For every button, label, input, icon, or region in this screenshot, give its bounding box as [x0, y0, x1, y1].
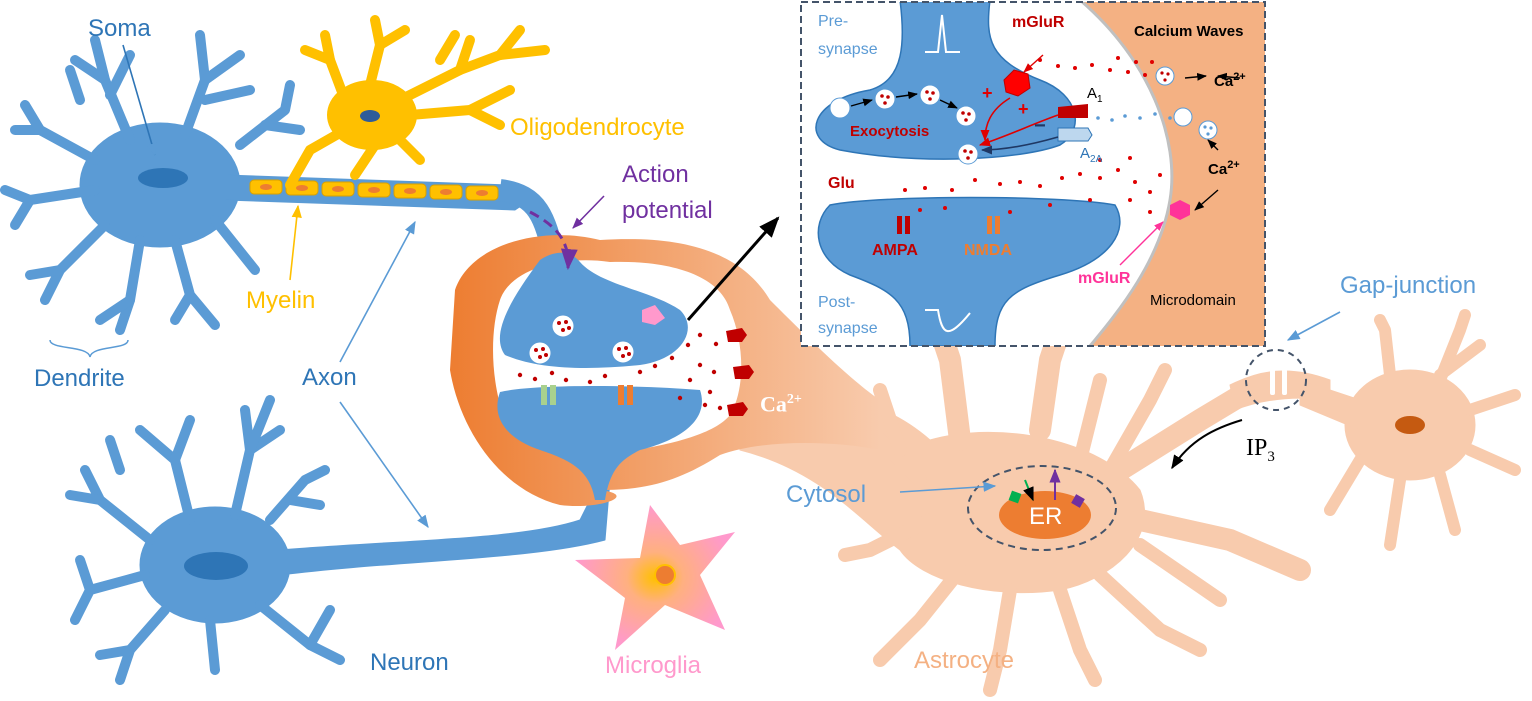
- microglia-label: Microglia: [605, 652, 702, 679]
- ca-mid-sup: 2+: [1227, 159, 1240, 171]
- gap-junction-channel: [1270, 365, 1287, 395]
- er-label: ER: [1029, 503, 1063, 530]
- presynapse-spike: [925, 14, 960, 53]
- presynapse-terminal: [499, 252, 688, 368]
- cytosol-label: Cytosol: [786, 481, 867, 508]
- glutamate-dots: [517, 332, 723, 411]
- nmda-label: NMDA: [964, 242, 1012, 259]
- er-channels: [1008, 468, 1085, 508]
- cytosol-region: [967, 465, 1117, 551]
- ca-mid-main: Ca: [1208, 161, 1228, 178]
- inset-a1-receptor: [1058, 104, 1088, 118]
- oligodendrocyte-nucleus: [360, 110, 380, 122]
- plus-sign-1: +: [982, 83, 993, 103]
- ca-top-label: Ca2+: [1214, 71, 1246, 90]
- presynaptic-mglur: [642, 305, 665, 325]
- gap-junction-circle: [1245, 349, 1307, 411]
- er-organelle: [999, 491, 1091, 539]
- ca-top-sup: 2+: [1233, 71, 1246, 83]
- ip3-sub: 3: [1267, 448, 1275, 465]
- mglur-top-label: mGluR: [1012, 14, 1065, 31]
- neuron-bottom-nucleus: [184, 552, 248, 580]
- inset-a2a-receptor: [1057, 127, 1093, 142]
- astrocyte-right-nucleus: [1395, 416, 1425, 434]
- pointer-arrows: [122, 44, 1341, 529]
- post-synapse-label-line2: synapse: [818, 320, 878, 337]
- action-potential-arrow: [529, 210, 578, 271]
- postsynapse-potential: [925, 309, 971, 333]
- mglur-bottom-label: mGluR: [1078, 270, 1131, 287]
- oligodendrocyte-cell: [285, 15, 550, 190]
- action-potential-label-line2: potential: [622, 197, 713, 224]
- neuron-bottom: [65, 395, 611, 685]
- astrocyte-label: Astrocyte: [914, 647, 1015, 674]
- gap-junction-label: Gap-junction: [1340, 272, 1477, 299]
- a1-sub: 1: [1097, 94, 1103, 105]
- calcium-main: Ca: [760, 391, 787, 417]
- neuron-label: Neuron: [370, 649, 449, 676]
- inset-postsynapse: [817, 196, 1121, 346]
- ca-top-main: Ca: [1214, 73, 1234, 90]
- a2a-sub: 2A: [1090, 154, 1103, 165]
- microglia-nucleus: [654, 564, 676, 586]
- ip3-main: IP: [1246, 435, 1268, 461]
- neuron-top-nucleus: [138, 168, 188, 188]
- calcium-label: Ca2+: [760, 393, 802, 415]
- minus-sign: −: [1034, 115, 1046, 137]
- postsynapse-terminal: [497, 386, 702, 500]
- pre-synapse-label-line2: synapse: [818, 41, 878, 58]
- dendrite-label: Dendrite: [34, 365, 125, 392]
- ca-mid-label: Ca2+: [1208, 159, 1240, 178]
- astrocyte-main: [739, 319, 1331, 697]
- a2a-main: A: [1080, 145, 1091, 162]
- oligodendrocyte-label: Oligodendrocyte: [510, 114, 685, 141]
- post-synapse-label-line1: Post-: [818, 294, 856, 311]
- myelin-label: Myelin: [246, 287, 316, 314]
- glu-label: Glu: [828, 175, 855, 192]
- pre-synapse-label-line1: Pre-: [818, 13, 849, 30]
- a1-label: A1: [1087, 86, 1103, 105]
- inset-mglur-presynaptic: [1003, 69, 1031, 97]
- calcium-sup: 2+: [786, 392, 802, 407]
- dendrite-brace: [49, 339, 129, 358]
- soma-label: Soma: [88, 15, 151, 42]
- astrocyte-receptors: [726, 328, 754, 416]
- a2a-label: A2A: [1080, 146, 1102, 165]
- synapse-receptors: [541, 385, 633, 405]
- axon-label: Axon: [302, 364, 357, 391]
- microdomain-region: [1082, 2, 1265, 346]
- a1-main: A: [1087, 85, 1098, 102]
- ip3-label: IP3: [1246, 436, 1275, 465]
- microdomain-label: Microdomain: [1150, 292, 1236, 309]
- synapse-inset: [800, 1, 1266, 347]
- calcium-waves-label: Calcium Waves: [1134, 23, 1244, 40]
- plus-sign-2: +: [1018, 99, 1029, 119]
- exocytosis-label: Exocytosis: [850, 123, 930, 140]
- ampa-label: AMPA: [872, 242, 918, 259]
- inset-mglur-astrocyte: [1170, 200, 1190, 220]
- action-potential-label-line1: Action: [622, 161, 689, 188]
- synaptic-vesicles: [528, 314, 635, 365]
